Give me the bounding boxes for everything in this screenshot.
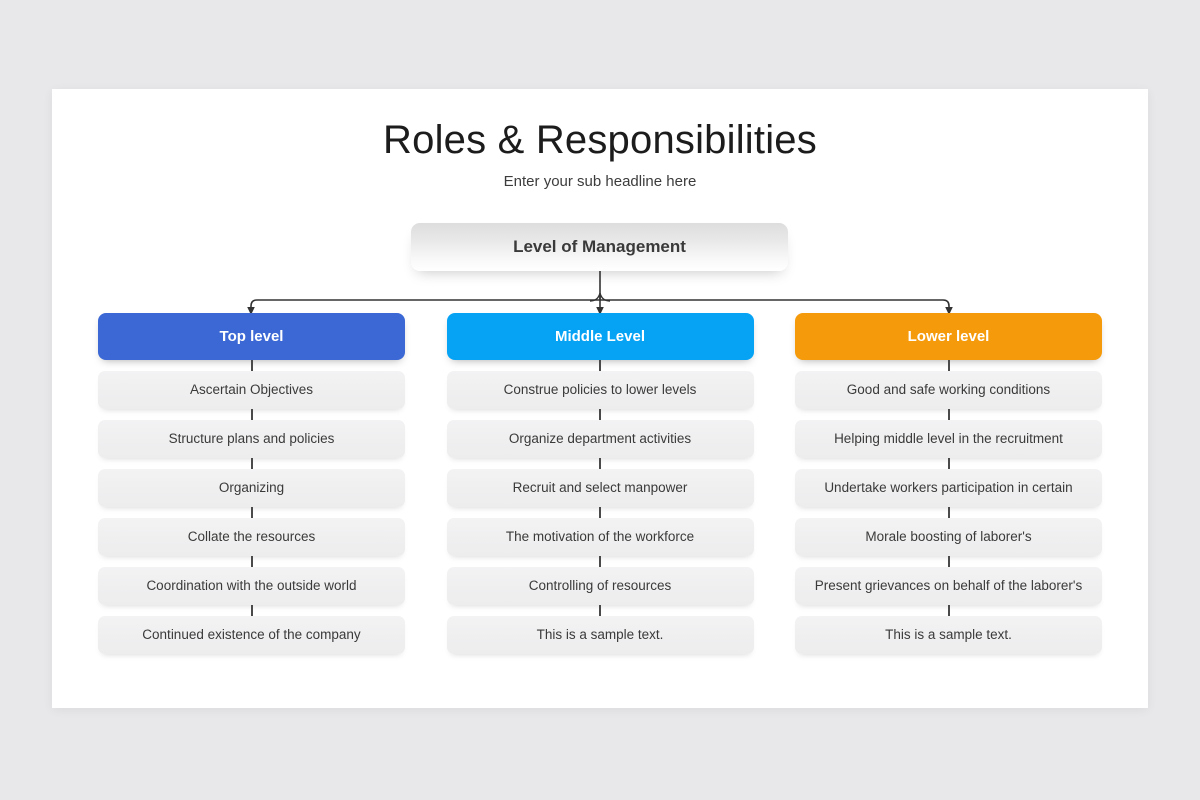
connector-tick-icon <box>250 605 253 616</box>
connector-tick-icon <box>947 556 950 567</box>
connector-tick-icon <box>599 605 601 616</box>
column-header-label: Lower level <box>907 328 990 345</box>
list-item-label: Coordination with the outside world <box>146 577 357 593</box>
connector-tick-icon <box>250 458 253 469</box>
list-item-label: This is a sample text. <box>536 626 664 642</box>
root-node-label: Level of Management <box>513 237 686 256</box>
connector-tick-icon <box>599 409 601 420</box>
column-header-label: Middle Level <box>554 328 646 345</box>
list-item-label: Organizing <box>218 479 285 495</box>
list-item-label: Organize department activities <box>508 430 692 446</box>
column-lower-level: Lower level Good and safe working condit… <box>795 313 1102 654</box>
list-item-label: Controlling of resources <box>528 577 672 593</box>
column-middle-level: Middle Level Construe policies to lower … <box>446 313 754 654</box>
connector-tick-icon <box>947 507 950 518</box>
list-item[interactable]: Construe policies to lower levels <box>446 360 754 409</box>
connector-tick-icon <box>250 507 253 518</box>
connector-tick-icon <box>250 556 253 567</box>
list-item[interactable]: The motivation of the workforce <box>446 507 754 556</box>
connector-tick-icon <box>947 409 950 420</box>
list-item[interactable]: Organizing <box>98 458 405 507</box>
page-subtitle: Enter your sub headline here <box>503 173 697 190</box>
list-item-label: Morale boosting of laborer's <box>865 528 1032 544</box>
list-item[interactable]: Present grievances on behalf of the labo… <box>795 556 1102 605</box>
list-item-label: Undertake workers participation in certa… <box>824 479 1073 495</box>
list-item[interactable]: Coordination with the outside world <box>98 556 405 605</box>
list-item[interactable]: Continued existence of the company <box>98 605 405 654</box>
list-item[interactable]: Recruit and select manpower <box>446 458 754 507</box>
list-item-label: Good and safe working conditions <box>846 381 1051 397</box>
levels-columns: Top level Ascertain Objectives Structure… <box>52 313 1148 654</box>
list-item[interactable]: Helping middle level in the recruitment <box>795 409 1102 458</box>
column-top-level: Top level Ascertain Objectives Structure… <box>98 313 405 654</box>
list-item[interactable]: Structure plans and policies <box>98 409 405 458</box>
connector-tick-icon <box>599 507 601 518</box>
list-item-label: Recruit and select manpower <box>512 479 688 495</box>
list-item-label: Structure plans and policies <box>168 430 335 446</box>
list-item-label: Helping middle level in the recruitment <box>834 430 1063 446</box>
root-node-level-of-management[interactable]: Level of Management <box>411 223 788 271</box>
list-item[interactable]: Ascertain Objectives <box>98 360 405 409</box>
connector-tick-icon <box>947 605 950 616</box>
list-item[interactable]: Collate the resources <box>98 507 405 556</box>
connector-tick-icon <box>250 360 253 371</box>
connector-tick-icon <box>250 409 253 420</box>
slide-canvas: Roles & Responsibilities Enter your sub … <box>52 89 1148 708</box>
connector-tick-icon <box>599 458 601 469</box>
list-item-label: The motivation of the workforce <box>505 528 695 544</box>
list-item[interactable]: Controlling of resources <box>446 556 754 605</box>
list-item-label: Ascertain Objectives <box>189 381 314 397</box>
list-item[interactable]: Good and safe working conditions <box>795 360 1102 409</box>
list-item[interactable]: Undertake workers participation in certa… <box>795 458 1102 507</box>
column-header-label: Top level <box>219 328 284 345</box>
column-header-middle-level[interactable]: Middle Level <box>446 313 754 360</box>
connector-tick-icon <box>599 556 601 567</box>
list-item-label: Continued existence of the company <box>142 626 361 642</box>
list-item[interactable]: This is a sample text. <box>446 605 754 654</box>
list-item-label: Present grievances on behalf of the labo… <box>814 577 1083 593</box>
column-header-top-level[interactable]: Top level <box>98 313 405 360</box>
connector-tick-icon <box>599 360 601 371</box>
list-item[interactable]: This is a sample text. <box>795 605 1102 654</box>
list-item[interactable]: Organize department activities <box>446 409 754 458</box>
list-item-label: This is a sample text. <box>885 626 1012 642</box>
list-item[interactable]: Morale boosting of laborer's <box>795 507 1102 556</box>
page-title: Roles & Responsibilities <box>383 118 817 162</box>
connector-tick-icon <box>947 458 950 469</box>
connector-tick-icon <box>947 360 950 371</box>
list-item-label: Collate the resources <box>187 528 316 544</box>
list-item-label: Construe policies to lower levels <box>503 381 697 397</box>
column-header-lower-level[interactable]: Lower level <box>795 313 1102 360</box>
